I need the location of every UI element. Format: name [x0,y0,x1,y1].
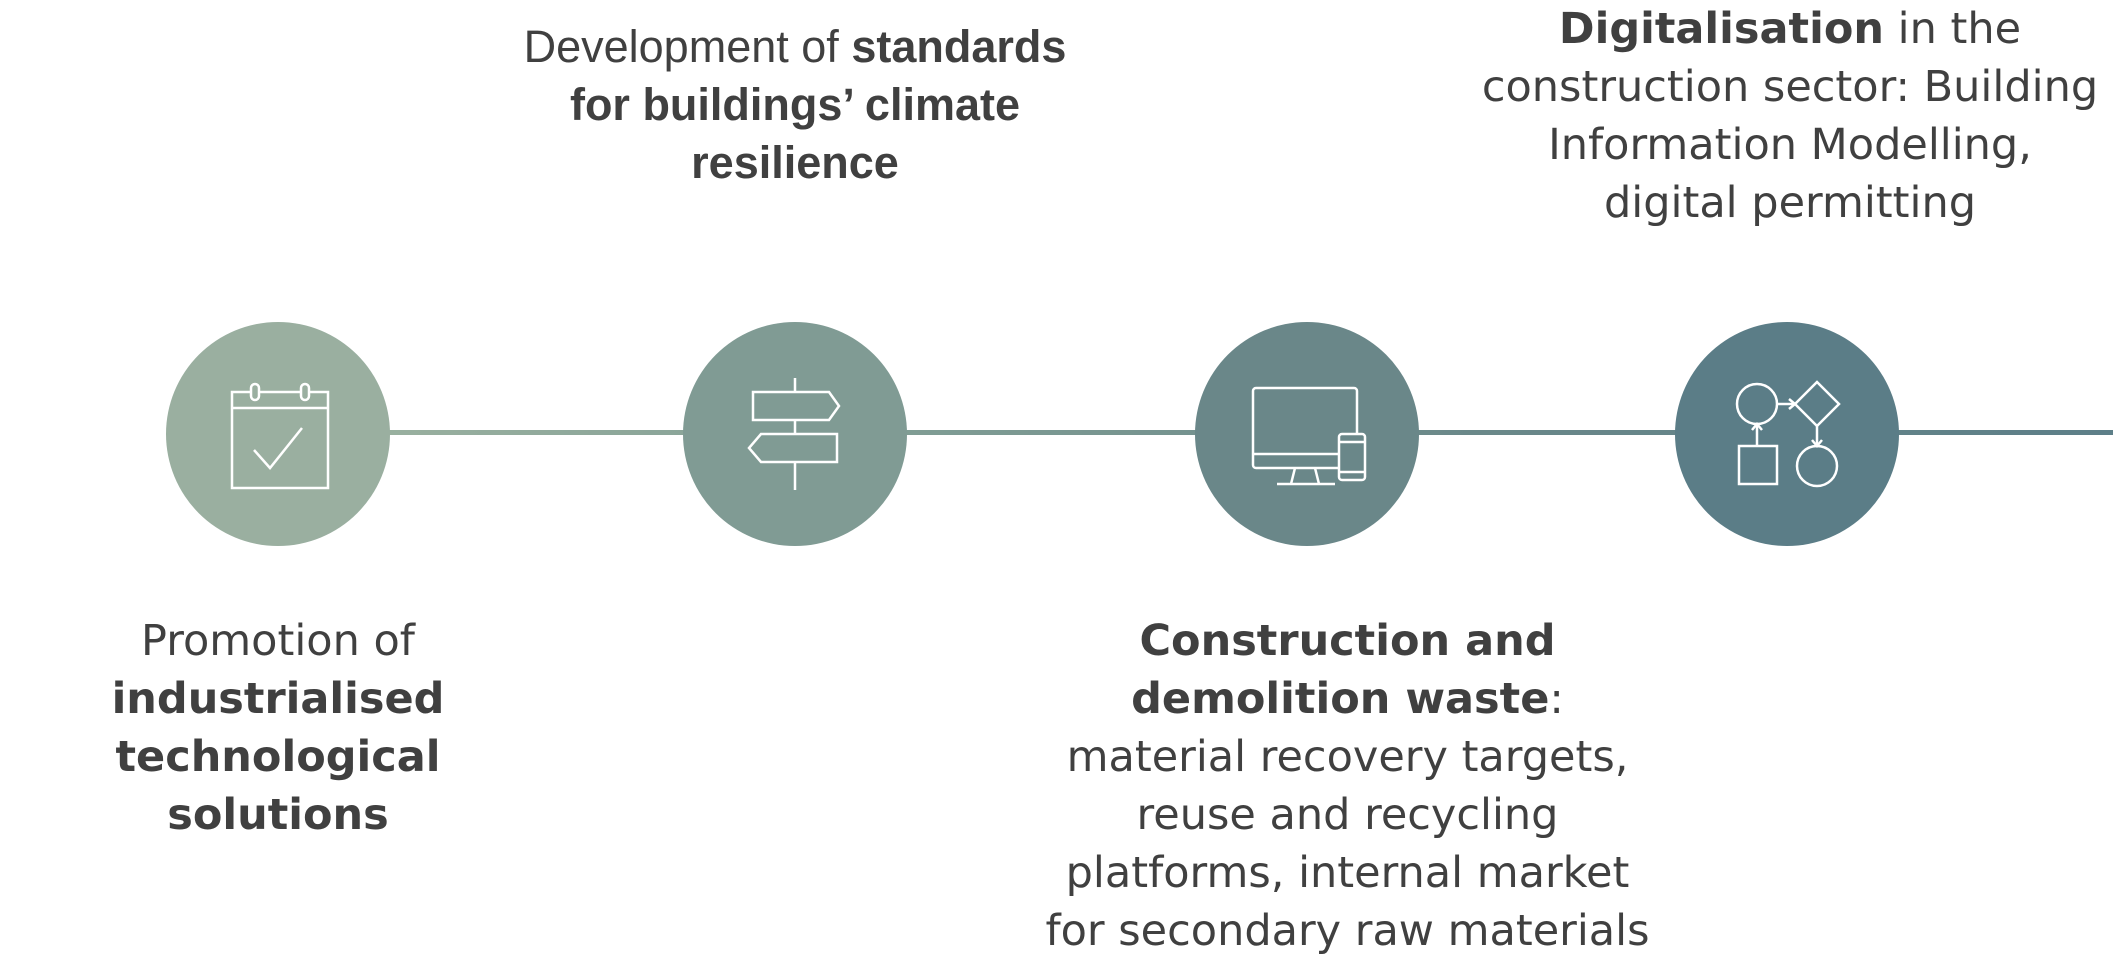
calendar-check-icon [230,382,330,490]
signpost-icon [747,378,841,490]
node-4-caption-bold: Digitalisation [1558,4,1884,54]
node-2-circle [683,322,907,546]
node-3-circle [1195,322,1419,546]
node-2-caption-bold: standards for buildings’ climate resilie… [569,21,1067,188]
node-2-caption: Development of standards for buildings’ … [490,18,1100,192]
node-3-caption: Construction and demolition waste: mater… [1040,612,1655,960]
process-flow-icon [1735,380,1841,488]
node-4-caption: Digitalisation in the construction secto… [1475,0,2105,232]
node-2-caption-prefix: Development of [523,21,839,72]
node-4-circle [1675,322,1899,546]
node-1-caption-bold: industrialised technological solutions [111,674,445,840]
node-1-caption: Promotion of industrialised technologica… [8,612,548,844]
node-1-caption-prefix: Promotion of [141,616,415,666]
node-1-circle [166,322,390,546]
node-3-caption-suffix: : material recovery targets, reuse and r… [1045,674,1650,956]
node-4-caption-suffix: in the construction sector: Building Inf… [1481,4,2099,228]
node-3-caption-bold: Construction and demolition waste [1131,616,1556,724]
computer-devices-icon [1251,386,1367,486]
